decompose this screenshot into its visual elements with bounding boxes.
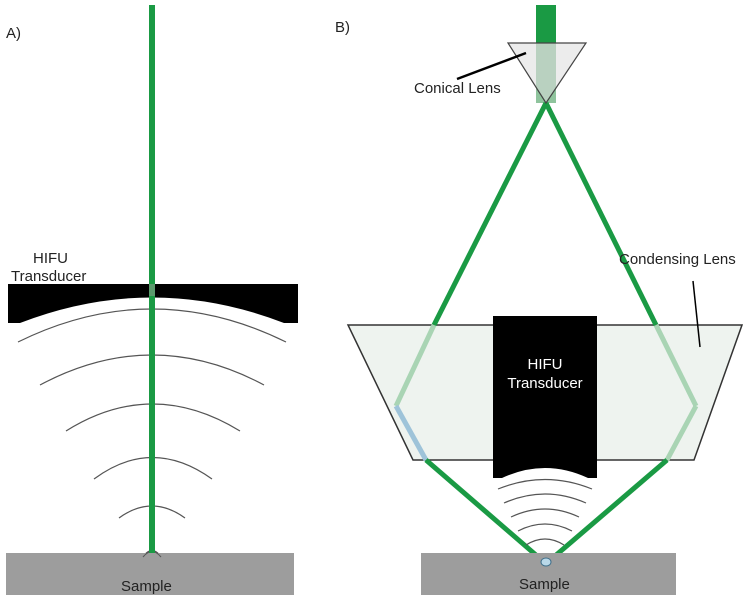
laser-beam-b-right-upper xyxy=(543,101,659,327)
transducer-a xyxy=(8,284,298,323)
panel-a-label: A) xyxy=(6,25,21,42)
laser-beam-b-left-in-lens-1 xyxy=(393,323,437,408)
panel-a: A) HIFU Transducer Sample xyxy=(6,5,298,595)
sample-a xyxy=(6,553,294,595)
wavefront-b-3 xyxy=(510,508,580,518)
panel-b: B) Conical Lens HIFU Transducer xyxy=(335,5,744,595)
wavefronts-b xyxy=(497,478,593,546)
transducer-b-label-line2: Transducer xyxy=(507,375,582,392)
sample-a-label: Sample xyxy=(121,578,172,595)
wavefront-b-4 xyxy=(517,523,573,532)
laser-beam-b-left-upper xyxy=(431,101,549,327)
panel-b-label: B) xyxy=(335,19,350,36)
laser-beam-b-right-in-lens-1 xyxy=(653,323,699,408)
wavefront-b-2 xyxy=(503,493,587,504)
laser-beam-b-right-lower xyxy=(546,458,669,564)
laser-beam-b-input xyxy=(536,5,556,43)
laser-beam-b-left-lower xyxy=(424,458,546,564)
sample-b-label: Sample xyxy=(519,576,570,593)
laser-beam-b-left-in-lens-2 xyxy=(393,404,429,462)
conical-lens xyxy=(506,42,588,105)
condensing-lens-label: Condensing Lens xyxy=(619,251,736,268)
conical-lens-label: Conical Lens xyxy=(414,80,501,97)
transducer-a-label-line2: Transducer xyxy=(11,268,86,285)
wavefront-b-1 xyxy=(497,478,593,490)
condensing-lens-pointer xyxy=(692,280,701,348)
wavefront-b-5 xyxy=(525,538,565,546)
conical-lens-pointer xyxy=(456,51,527,81)
transducer-a-label-line1: HIFU xyxy=(33,250,68,267)
laser-beam-b-right-in-lens-2 xyxy=(664,404,699,462)
sample-b-focus xyxy=(540,557,552,567)
transducer-b-label-line1: HIFU xyxy=(528,356,563,373)
transducer-b xyxy=(493,316,597,478)
